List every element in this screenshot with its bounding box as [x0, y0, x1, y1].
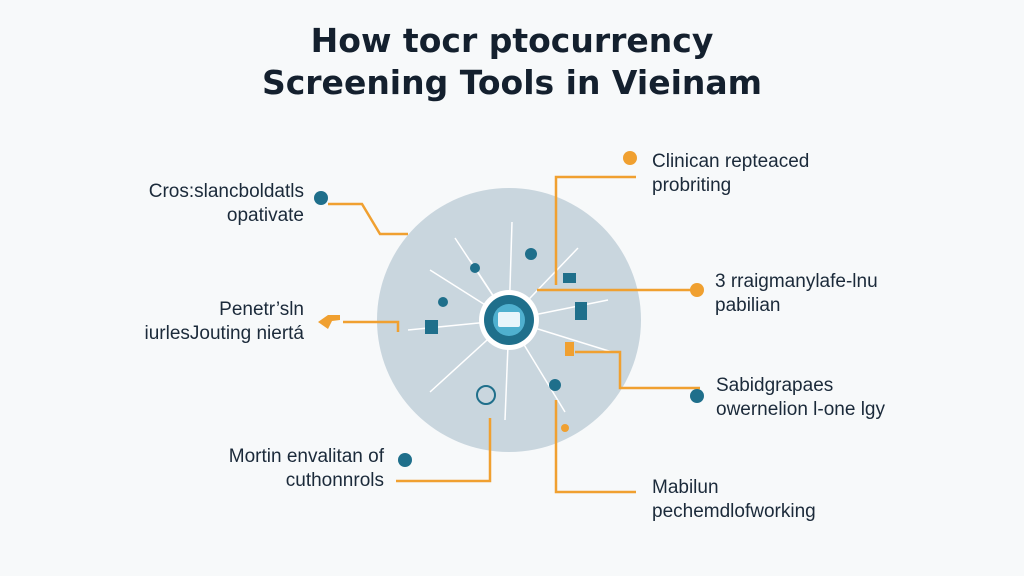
hand-icon	[318, 315, 340, 329]
chart-icon	[438, 297, 448, 307]
label-right-bottom: Mabilun pechemdlofworking	[652, 476, 816, 524]
page-title-line-2: Screening Tools in Vieinam	[261, 63, 763, 102]
label-left-mid-line-1: Penetr’sln	[219, 299, 304, 320]
connector-lines	[328, 175, 700, 494]
book-icon	[575, 302, 587, 320]
connector-dot-right-top	[623, 151, 637, 165]
label-left-bottom: Mortin envalitan of cuthonnrols	[140, 445, 384, 493]
lock-icon	[565, 342, 574, 356]
cloud-icon	[470, 263, 480, 273]
label-left-top: Cros:slancboldatls opativate	[60, 180, 304, 228]
label-left-bottom-line-2: cuthonnrols	[285, 470, 384, 491]
page-title-line-1: How tocr ptocurrency	[310, 21, 714, 60]
label-right-top-line-1: Clinican repteaced	[652, 151, 810, 172]
label-right-top: Clinican repteaced probriting	[652, 150, 809, 198]
connector-dot-left-bottom	[398, 453, 412, 467]
label-right-mid-top-line-2: pabilian	[715, 295, 781, 316]
label-right-bottom-line-2: pechemdlofworking	[652, 501, 816, 522]
label-right-mid-bottom-line-1: Sabidgrapaes	[716, 375, 834, 396]
label-right-bottom-line-1: Mabilun	[652, 477, 719, 498]
building-icon	[563, 273, 576, 283]
label-left-top-line-1: Cros:slancboldatls	[148, 181, 304, 202]
document-icon	[425, 320, 438, 334]
label-right-mid-top-line-1: 3 rraigmanylafe-lnu	[715, 271, 878, 292]
connector-dot-right-mid	[690, 283, 704, 297]
label-left-mid: Penetr’sln iurlesJouting niertá	[60, 298, 304, 346]
clock-icon	[476, 385, 496, 405]
person-icon	[525, 248, 537, 260]
label-right-top-line-2: probriting	[652, 175, 732, 196]
label-right-mid-top: 3 rraigmanylafe-lnu pabilian	[715, 270, 878, 318]
label-right-mid-bottom: Sabidgrapaes owernelion l-one lgy	[716, 374, 885, 422]
label-right-mid-bottom-line-2: owernelion l-one lgy	[716, 399, 885, 420]
label-left-mid-line-2: iurlesJouting niertá	[144, 323, 304, 344]
connector-dot-left-top	[314, 191, 328, 205]
connector-dot-right-mid-bottom	[690, 389, 704, 403]
label-left-bottom-line-1: Mortin envalitan of	[228, 446, 384, 467]
label-left-top-line-2: opativate	[226, 205, 304, 226]
